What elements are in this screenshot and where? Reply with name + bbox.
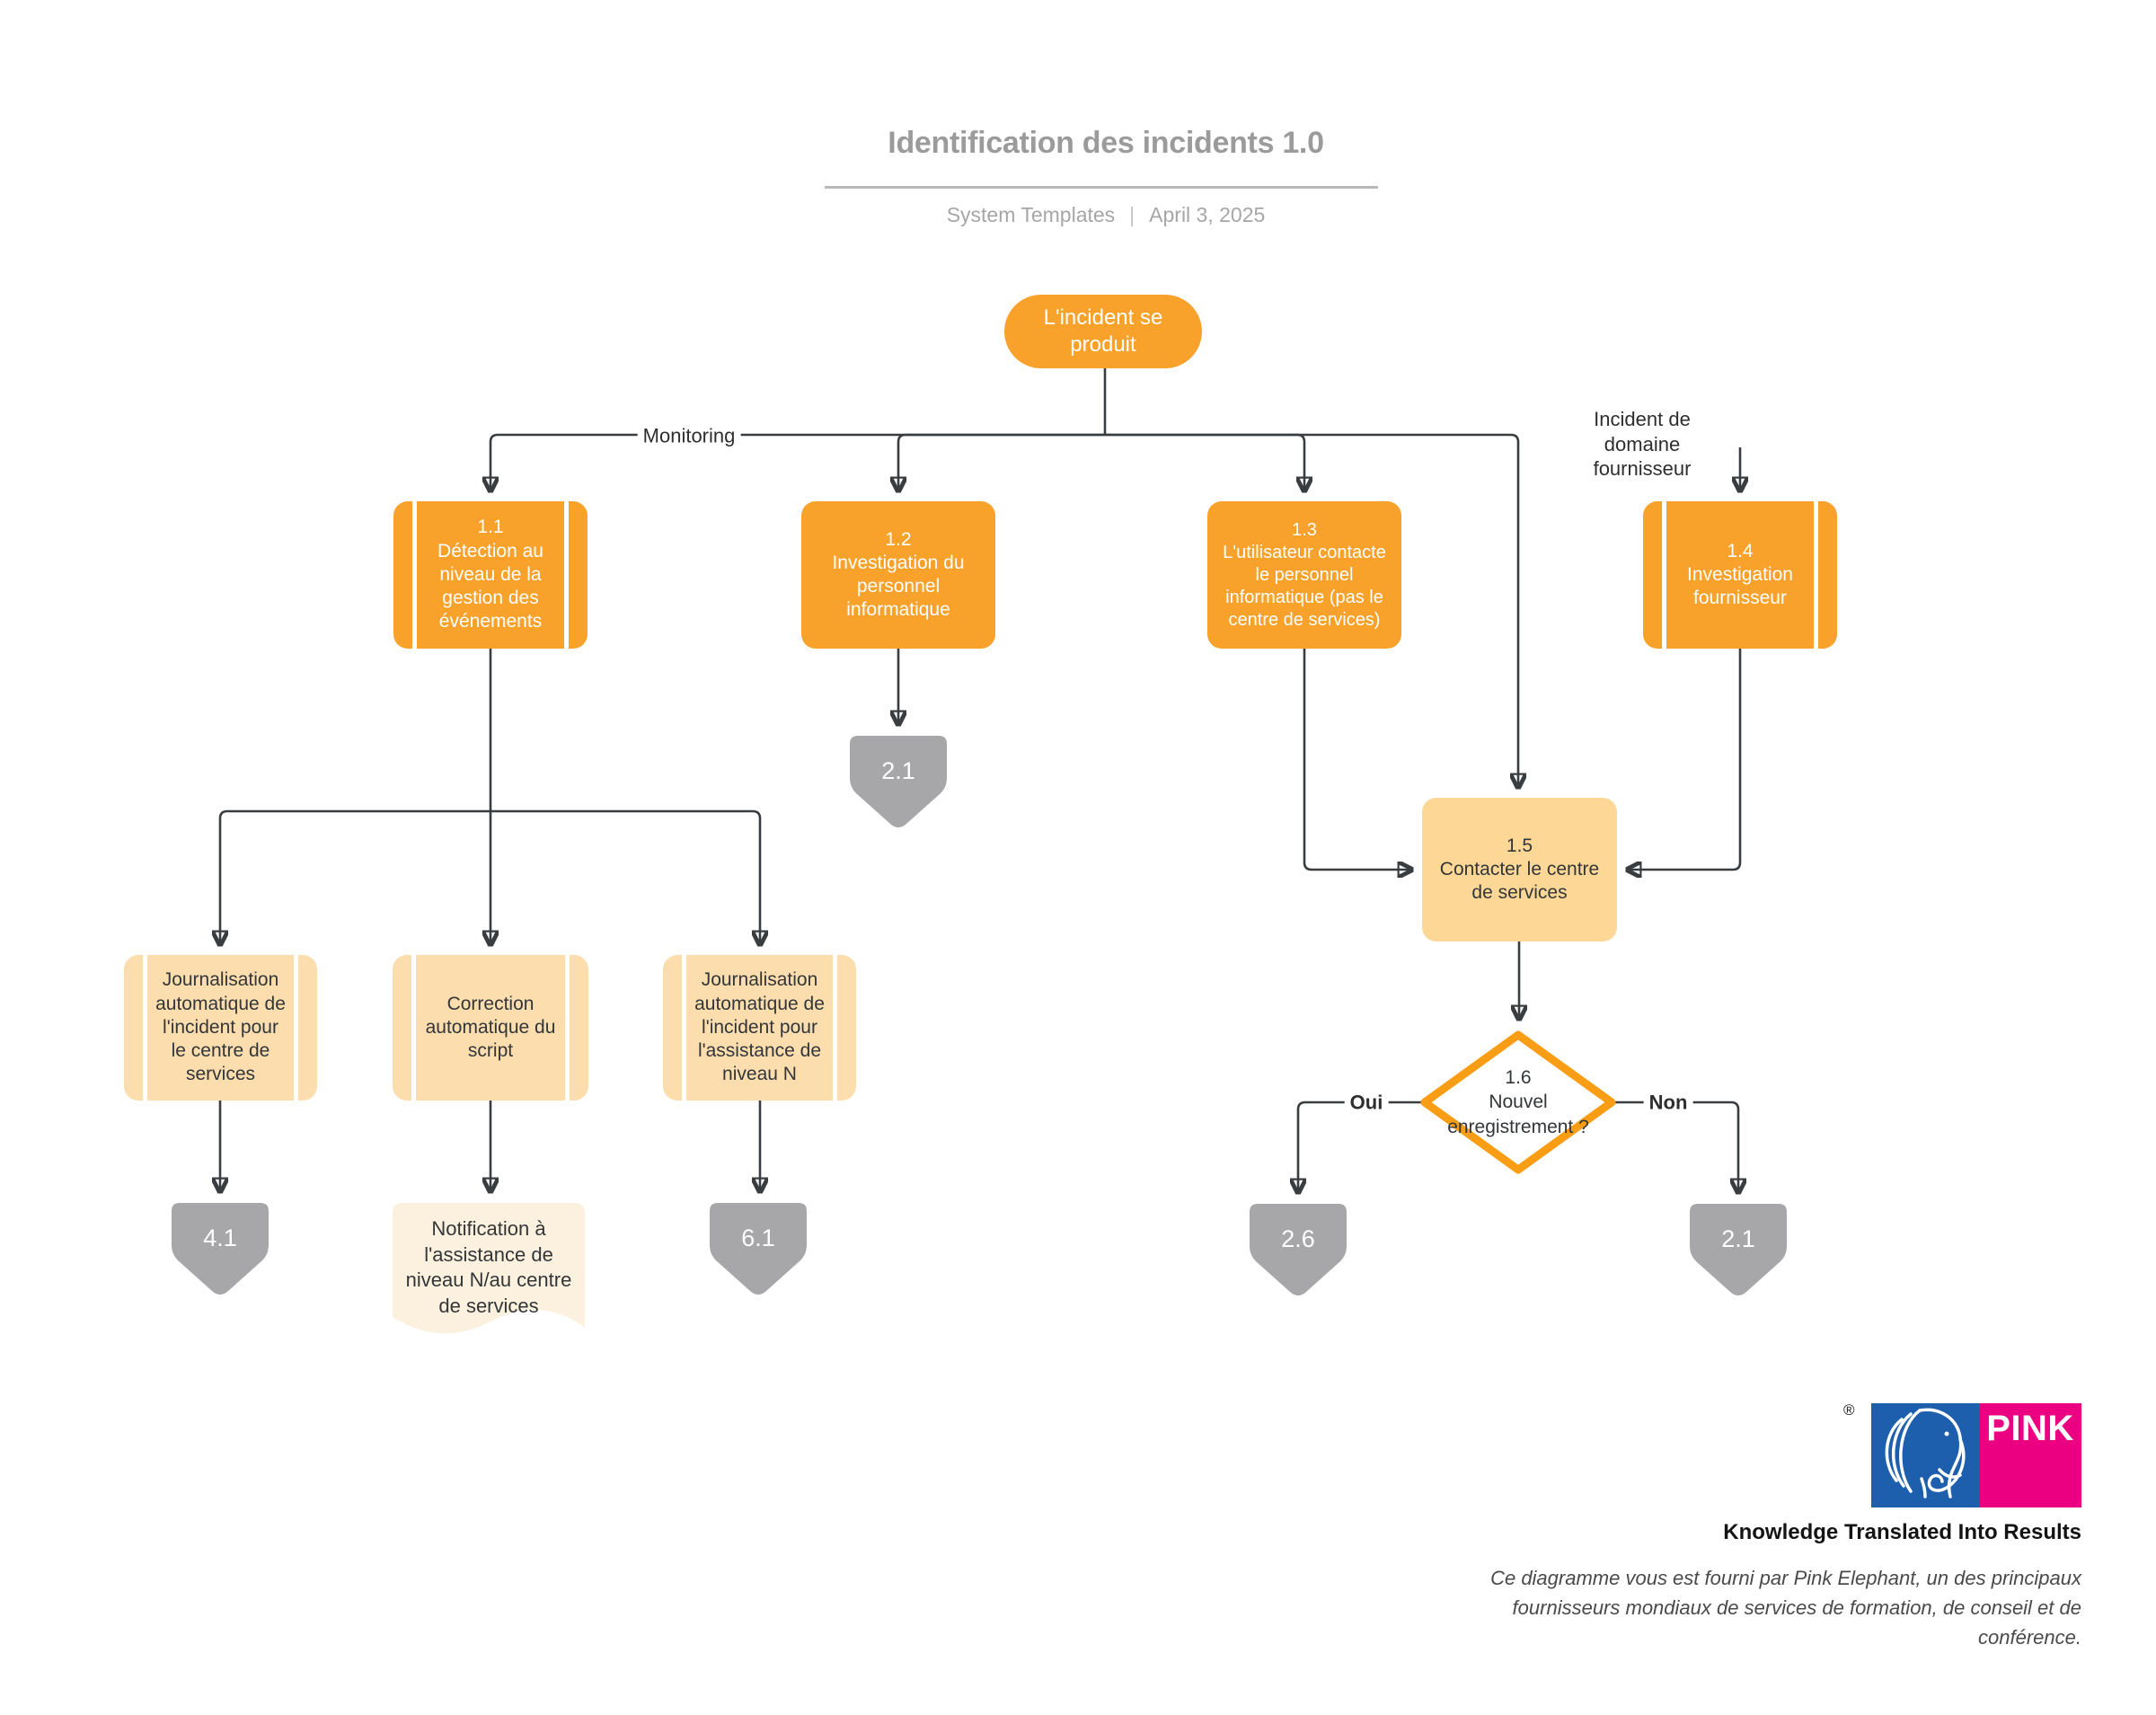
offpage-connector-4-1: 4.1 [171, 1202, 270, 1297]
document-label: Notification à l'assistance de niveau N/… [405, 1217, 572, 1317]
start-node-label: L'incident se produit [1043, 305, 1163, 357]
subprocess-label: Journalisation automatique de l'incident… [694, 969, 825, 1085]
process-1-1-event-management-detection: 1.1 Détection au niveau de la gestion de… [393, 501, 588, 649]
offpage-connector-label: 2.1 [1721, 1224, 1755, 1252]
edge-label-non: Non [1643, 1089, 1693, 1116]
edge-label-oui: Oui [1344, 1089, 1389, 1116]
pentagon-shape [850, 736, 947, 827]
offpage-connector-6-1: 6.1 [709, 1202, 808, 1297]
diamond-shape [1420, 1030, 1616, 1174]
process-1-5-contact-service-desk: 1.5 Contacter le centre de services [1422, 798, 1617, 941]
registered-trademark-symbol: ® [1843, 1401, 1855, 1419]
subprocess-auto-log-service-desk: Journalisation automatique de l'incident… [124, 955, 317, 1101]
process-label: L'utilisateur contacte le personnel info… [1223, 542, 1386, 630]
process-number: 1.5 [1506, 835, 1533, 856]
process-label: Investigation fournisseur [1687, 563, 1793, 609]
pentagon-shape [172, 1203, 269, 1295]
process-number: 1.2 [885, 528, 912, 550]
offpage-connector-2-1-right: 2.1 [1689, 1203, 1788, 1298]
offpage-connector-2-1-middle: 2.1 [849, 735, 948, 830]
subtitle-source: System Templates [946, 203, 1116, 226]
subprocess-label: Journalisation automatique de l'incident… [155, 969, 286, 1085]
process-number: 1.3 [1292, 519, 1317, 540]
subprocess-label: Correction automatique du script [425, 993, 556, 1062]
edge-label-supplier-incident: Incident de domaine fournisseur [1593, 407, 1692, 480]
offpage-connector-2-6: 2.6 [1249, 1203, 1348, 1298]
subtitle-divider: | [1129, 203, 1135, 226]
decision-1-6-new-record: 1.6 Nouvel enregistrement ? [1419, 1030, 1617, 1175]
title-underline [825, 186, 1378, 189]
offpage-connector-label: 2.6 [1281, 1224, 1315, 1252]
logo-wordmark: PINK [1986, 1409, 2074, 1448]
process-label: Contacter le centre de services [1439, 858, 1600, 904]
subprocess-auto-script-fix: Correction automatique du script [393, 955, 588, 1101]
decision-number: 1.6 [1505, 1067, 1532, 1089]
offpage-connector-label: 2.1 [881, 756, 915, 784]
process-label: Investigation du personnel informatique [832, 552, 965, 621]
decision-label: Nouvel enregistrement ? [1447, 1092, 1589, 1137]
provider-disclaimer: Ce diagramme vous est fourni par Pink El… [1490, 1567, 2081, 1649]
process-number: 1.4 [1727, 540, 1754, 561]
logo-tagline: Knowledge Translated Into Results [1723, 1520, 2081, 1544]
page-title: Identification des incidents 1.0 [888, 126, 1324, 160]
logo-pink-panel: PINK [1979, 1403, 2081, 1507]
process-number: 1.1 [477, 517, 504, 538]
elephant-icon [1871, 1403, 1979, 1507]
pentagon-shape [1690, 1204, 1787, 1295]
document-shape [393, 1203, 585, 1334]
page-subtitle: System Templates | April 3, 2025 [747, 203, 1465, 227]
subtitle-date: April 3, 2025 [1149, 203, 1266, 226]
pink-elephant-logo: PINK [1871, 1403, 2081, 1507]
start-node-incident-occurs: L'incident se produit [1004, 295, 1202, 368]
edge-label-monitoring: Monitoring [637, 422, 741, 449]
offpage-connector-label: 6.1 [741, 1224, 775, 1251]
subprocess-auto-log-level-n: Journalisation automatique de l'incident… [663, 955, 856, 1101]
offpage-connector-label: 4.1 [203, 1224, 237, 1251]
process-label: Détection au niveau de la gestion des év… [437, 540, 543, 632]
process-1-2-it-staff-investigation: 1.2 Investigation du personnel informati… [801, 501, 995, 649]
document-notification: Notification à l'assistance de niveau N/… [392, 1202, 586, 1339]
process-1-3-user-contacts-it-staff: 1.3 L'utilisateur contacte le personnel … [1207, 501, 1401, 649]
pentagon-shape [710, 1203, 807, 1295]
pentagon-shape [1250, 1204, 1347, 1295]
process-1-4-supplier-investigation: 1.4 Investigation fournisseur [1643, 501, 1837, 649]
